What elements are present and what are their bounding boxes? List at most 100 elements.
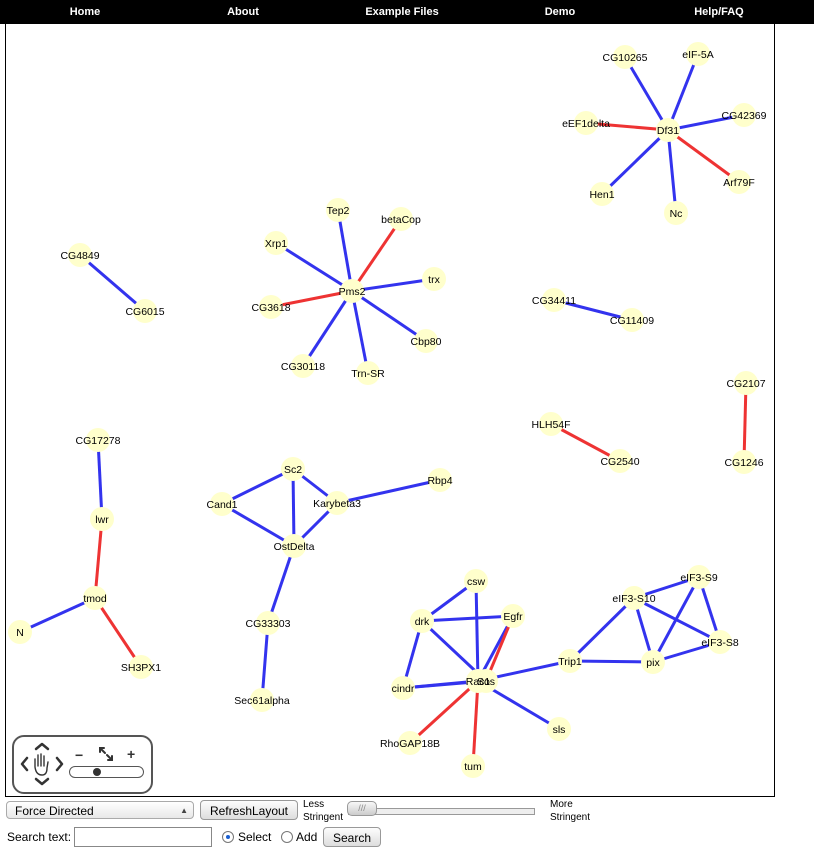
node-circle[interactable] [282,534,306,558]
node-circle[interactable] [558,649,582,673]
node-circle[interactable] [256,611,280,635]
node-Pms2[interactable] [340,279,364,303]
node-tum[interactable] [461,754,485,778]
node-trx[interactable] [422,267,446,291]
node-CG10265[interactable] [613,45,637,69]
node-CG17278[interactable] [86,428,110,452]
node-circle[interactable] [708,630,732,654]
node-CG2107[interactable] [734,371,758,395]
node-circle[interactable] [398,731,422,755]
node-Rbp4[interactable] [428,468,452,492]
node-Nc[interactable] [664,201,688,225]
node-Hen1[interactable] [590,182,614,206]
edge-Pms2-CG30118[interactable] [301,290,354,367]
edge-CG17278-lwr[interactable] [96,439,104,520]
node-cindr[interactable] [391,676,415,700]
edge-Pms2-Cbp80[interactable] [351,289,427,343]
node-circle[interactable] [86,428,110,452]
node-CG42369[interactable] [732,103,756,127]
nav-demo[interactable]: Demo [544,6,576,18]
node-circle[interactable] [727,170,751,194]
node-Karybeta3[interactable] [325,491,349,515]
node-csw[interactable] [464,569,488,593]
node-circle[interactable] [356,361,380,385]
node-Cand1[interactable] [210,492,234,516]
node-circle[interactable] [622,586,646,610]
node-circle[interactable] [734,371,758,395]
node-circle[interactable] [210,492,234,516]
node-circle[interactable] [464,569,488,593]
node-circle[interactable] [410,609,434,633]
node-OstDelta[interactable] [282,534,306,558]
nav-example-files[interactable]: Example Files [365,6,439,18]
node-circle[interactable] [8,620,32,644]
node-circle[interactable] [620,308,644,332]
edge-Df31-eIF-5A[interactable] [666,53,700,131]
node-eEF1delta[interactable] [574,111,598,135]
edge-OstDelta-CG33303[interactable] [266,545,296,624]
node-Cbp80[interactable] [414,329,438,353]
node-tmod[interactable] [83,586,107,610]
node-N[interactable] [8,620,32,644]
edge-Cand1-OstDelta[interactable] [221,502,295,548]
node-circle[interactable] [590,182,614,206]
search-button[interactable]: Search [323,827,381,847]
node-CG1246[interactable] [732,450,756,474]
zoom-slider-thumb[interactable] [93,768,101,776]
node-circle[interactable] [608,449,632,473]
edge-CG34411-CG11409[interactable] [553,298,633,322]
node-circle[interactable] [90,507,114,531]
zoom-out-button[interactable]: − [75,747,84,763]
node-betaCop[interactable] [389,207,413,231]
edge-Df31-CG10265[interactable] [623,56,670,131]
nav-home[interactable]: Home [69,6,101,18]
node-circle[interactable] [732,450,756,474]
edge-CG33303-Sec61alpha[interactable] [260,622,270,701]
edge-Sc2-Cand1[interactable] [221,467,294,506]
edge-Sc2-OstDelta[interactable] [291,468,296,547]
edge-Pms2-Xrp1[interactable] [275,241,353,293]
edge-Pms2-betaCop[interactable] [350,218,403,292]
node-circle[interactable] [259,295,283,319]
node-circle[interactable] [664,201,688,225]
edge-CG2107-CG1246[interactable] [742,382,748,463]
node-RhoGAP18B[interactable] [398,731,422,755]
node-Trip1[interactable] [558,649,582,673]
edge-Rac1-RhoGAP18B[interactable] [408,679,480,745]
edge-Pms2-Tep2[interactable] [336,209,354,292]
node-circle[interactable] [613,45,637,69]
node-Egfr[interactable] [501,604,525,628]
search-input[interactable] [74,827,212,847]
node-circle[interactable] [687,565,711,589]
node-circle[interactable] [542,288,566,312]
node-CG2540[interactable] [608,449,632,473]
node-circle[interactable] [414,329,438,353]
node-circle[interactable] [501,604,525,628]
edge-csw-Rac1[interactable] [474,580,480,682]
node-circle[interactable] [422,267,446,291]
node-circle[interactable] [133,299,157,323]
node-circle[interactable] [428,468,452,492]
node-circle[interactable] [474,669,498,693]
edge-HLH54F-CG2540[interactable] [550,422,621,463]
edge-Df31-Hen1[interactable] [600,128,670,196]
edge-Df31-Nc[interactable] [666,129,678,214]
zoom-in-button[interactable]: + [127,746,136,762]
node-Sos[interactable] [474,669,498,693]
node-circle[interactable] [574,111,598,135]
fit-arrows-icon[interactable] [98,746,114,762]
node-circle[interactable] [391,676,415,700]
edge-Df31-eEF1delta[interactable] [585,121,669,132]
node-eIF3-S10[interactable] [622,586,646,610]
node-circle[interactable] [83,586,107,610]
refresh-layout-button[interactable]: RefreshLayout [200,800,298,820]
node-CG3618[interactable] [259,295,283,319]
nav-about[interactable]: About [227,6,259,18]
node-CG34411[interactable] [542,288,566,312]
node-Tep2[interactable] [326,198,350,222]
edge-Pms2-CG3618[interactable] [270,289,353,309]
edge-drk-Egfr[interactable] [421,614,514,623]
edge-tmod-SH3PX1[interactable] [93,597,143,668]
node-circle[interactable] [389,207,413,231]
